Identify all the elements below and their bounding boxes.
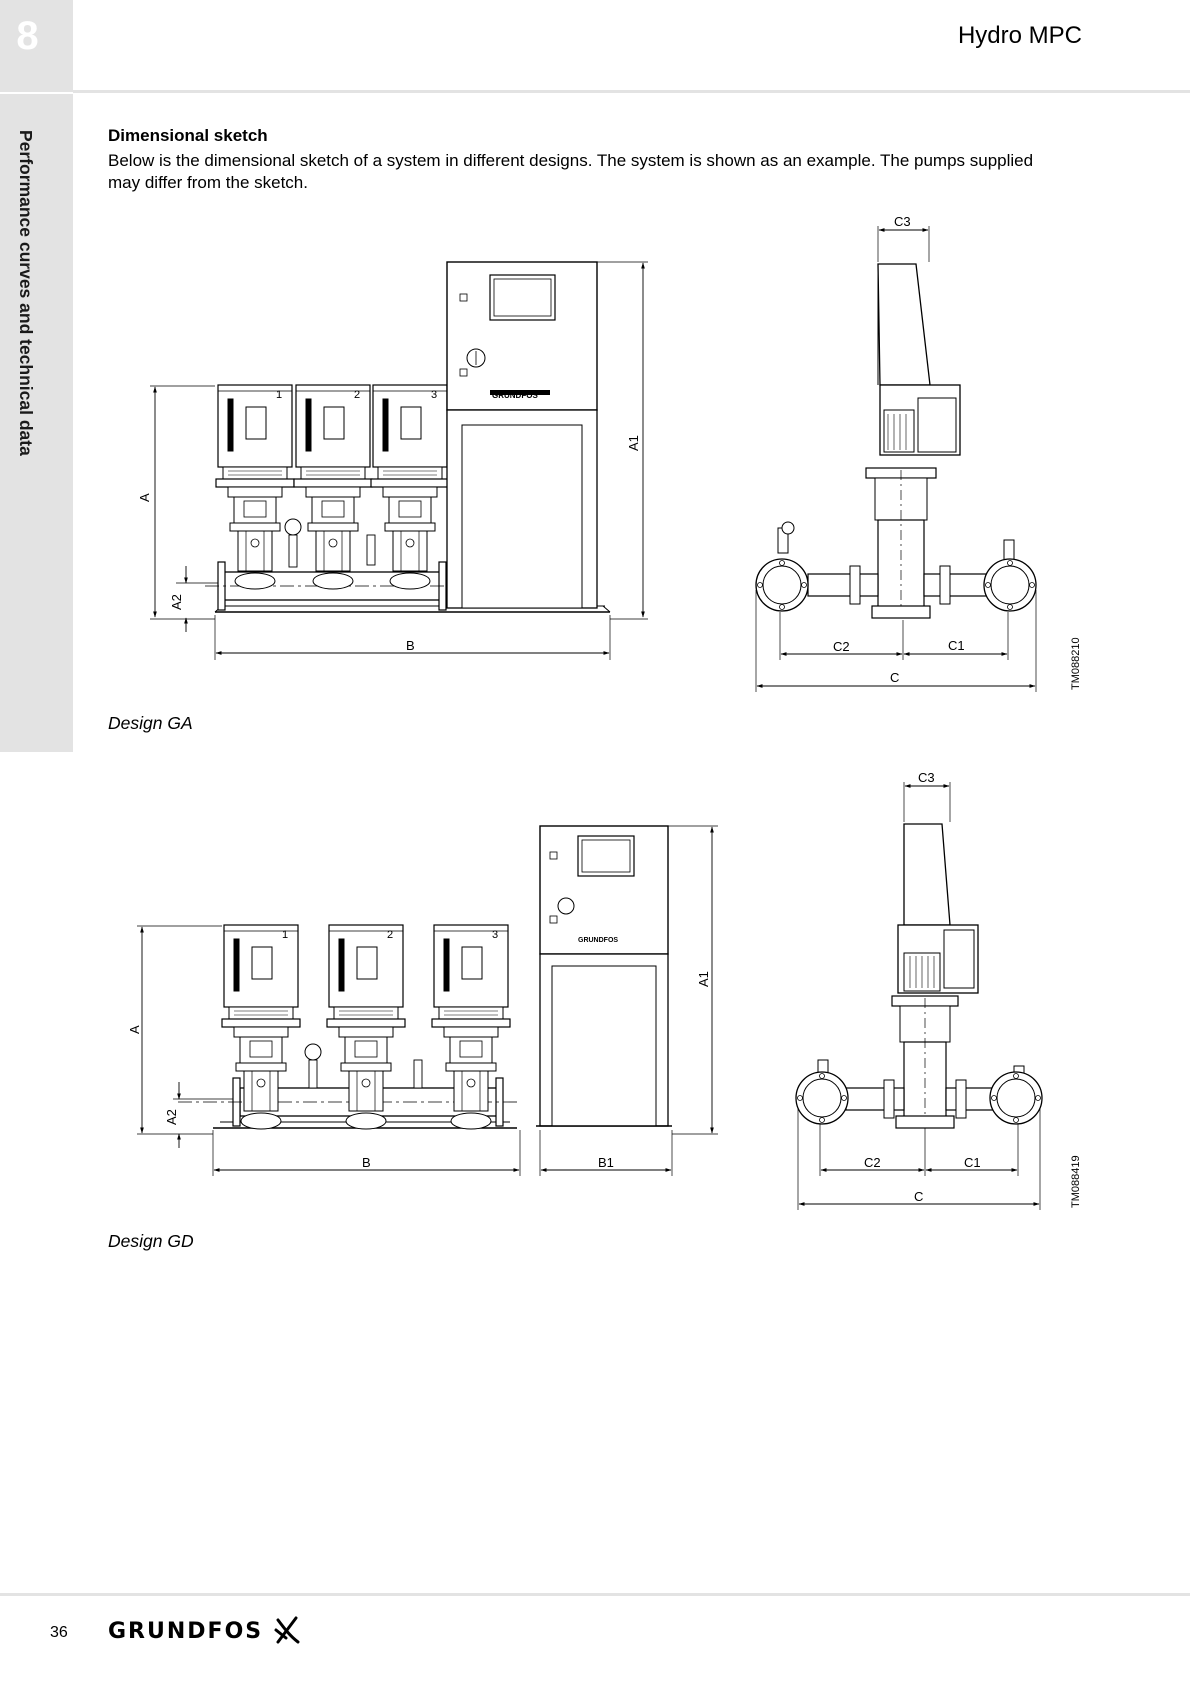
ga-pump-number-2: 2 bbox=[354, 389, 360, 401]
gd-drawing-number: TM088419 bbox=[1070, 1155, 1082, 1208]
figure-caption-ga: Design GA bbox=[108, 713, 193, 733]
document-title: Hydro MPC bbox=[957, 22, 1082, 49]
header-rule bbox=[73, 90, 1190, 93]
ga-dim-c2: C2 bbox=[833, 639, 850, 654]
ga-dim-b: B bbox=[406, 638, 415, 653]
grundfos-logo-text: GRUNDFOS bbox=[108, 1619, 263, 1644]
ga-pump-number-3: 3 bbox=[431, 389, 437, 401]
gd-side-view bbox=[797, 782, 1041, 1210]
chapter-number: 8 bbox=[16, 14, 39, 58]
gd-dim-c: C bbox=[914, 1189, 923, 1204]
intro-paragraph: Below is the dimensional sketch of a sys… bbox=[108, 151, 1034, 192]
gd-dim-a2: A2 bbox=[164, 1109, 179, 1125]
grundfos-x-icon bbox=[274, 1616, 300, 1644]
gd-pump-number-2: 2 bbox=[387, 929, 393, 941]
gd-pump-number-3: 3 bbox=[492, 929, 498, 941]
gd-dim-c2: C2 bbox=[864, 1155, 881, 1170]
gd-dim-a1: A1 bbox=[696, 971, 711, 987]
ga-dim-c: C bbox=[890, 670, 899, 685]
ga-side-view bbox=[755, 226, 1037, 692]
gd-dim-a: A bbox=[127, 1025, 142, 1034]
ga-drawing-number: TM088210 bbox=[1070, 637, 1082, 690]
grundfos-logo: GRUNDFOS bbox=[108, 1610, 308, 1650]
gd-dim-c1: C1 bbox=[964, 1155, 981, 1170]
gd-pump-number-1: 1 bbox=[282, 929, 288, 941]
figure-caption-gd: Design GD bbox=[108, 1231, 194, 1251]
section-heading: Dimensional sketch bbox=[108, 126, 268, 145]
gd-dim-c3: C3 bbox=[918, 770, 935, 785]
ga-dim-a: A bbox=[137, 493, 152, 502]
ga-cabinet-brand: GRUNDFOS bbox=[492, 391, 538, 400]
footer-rule bbox=[0, 1593, 1190, 1596]
ga-dim-a1: A1 bbox=[626, 435, 641, 451]
gd-dim-b: B bbox=[362, 1155, 371, 1170]
ga-dim-c3: C3 bbox=[894, 214, 911, 229]
ga-dim-c1: C1 bbox=[948, 638, 965, 653]
page-number: 36 bbox=[50, 1624, 68, 1641]
gd-front-view bbox=[137, 825, 718, 1176]
gd-cabinet-brand: GRUNDFOS bbox=[578, 937, 618, 944]
ga-front-view bbox=[150, 261, 648, 660]
gd-dim-b1: B1 bbox=[598, 1155, 614, 1170]
ga-dim-a2: A2 bbox=[169, 594, 184, 610]
chapter-tab: 8 bbox=[0, 0, 73, 92]
ga-pump-number-1: 1 bbox=[276, 389, 282, 401]
sidebar-band bbox=[0, 94, 73, 752]
